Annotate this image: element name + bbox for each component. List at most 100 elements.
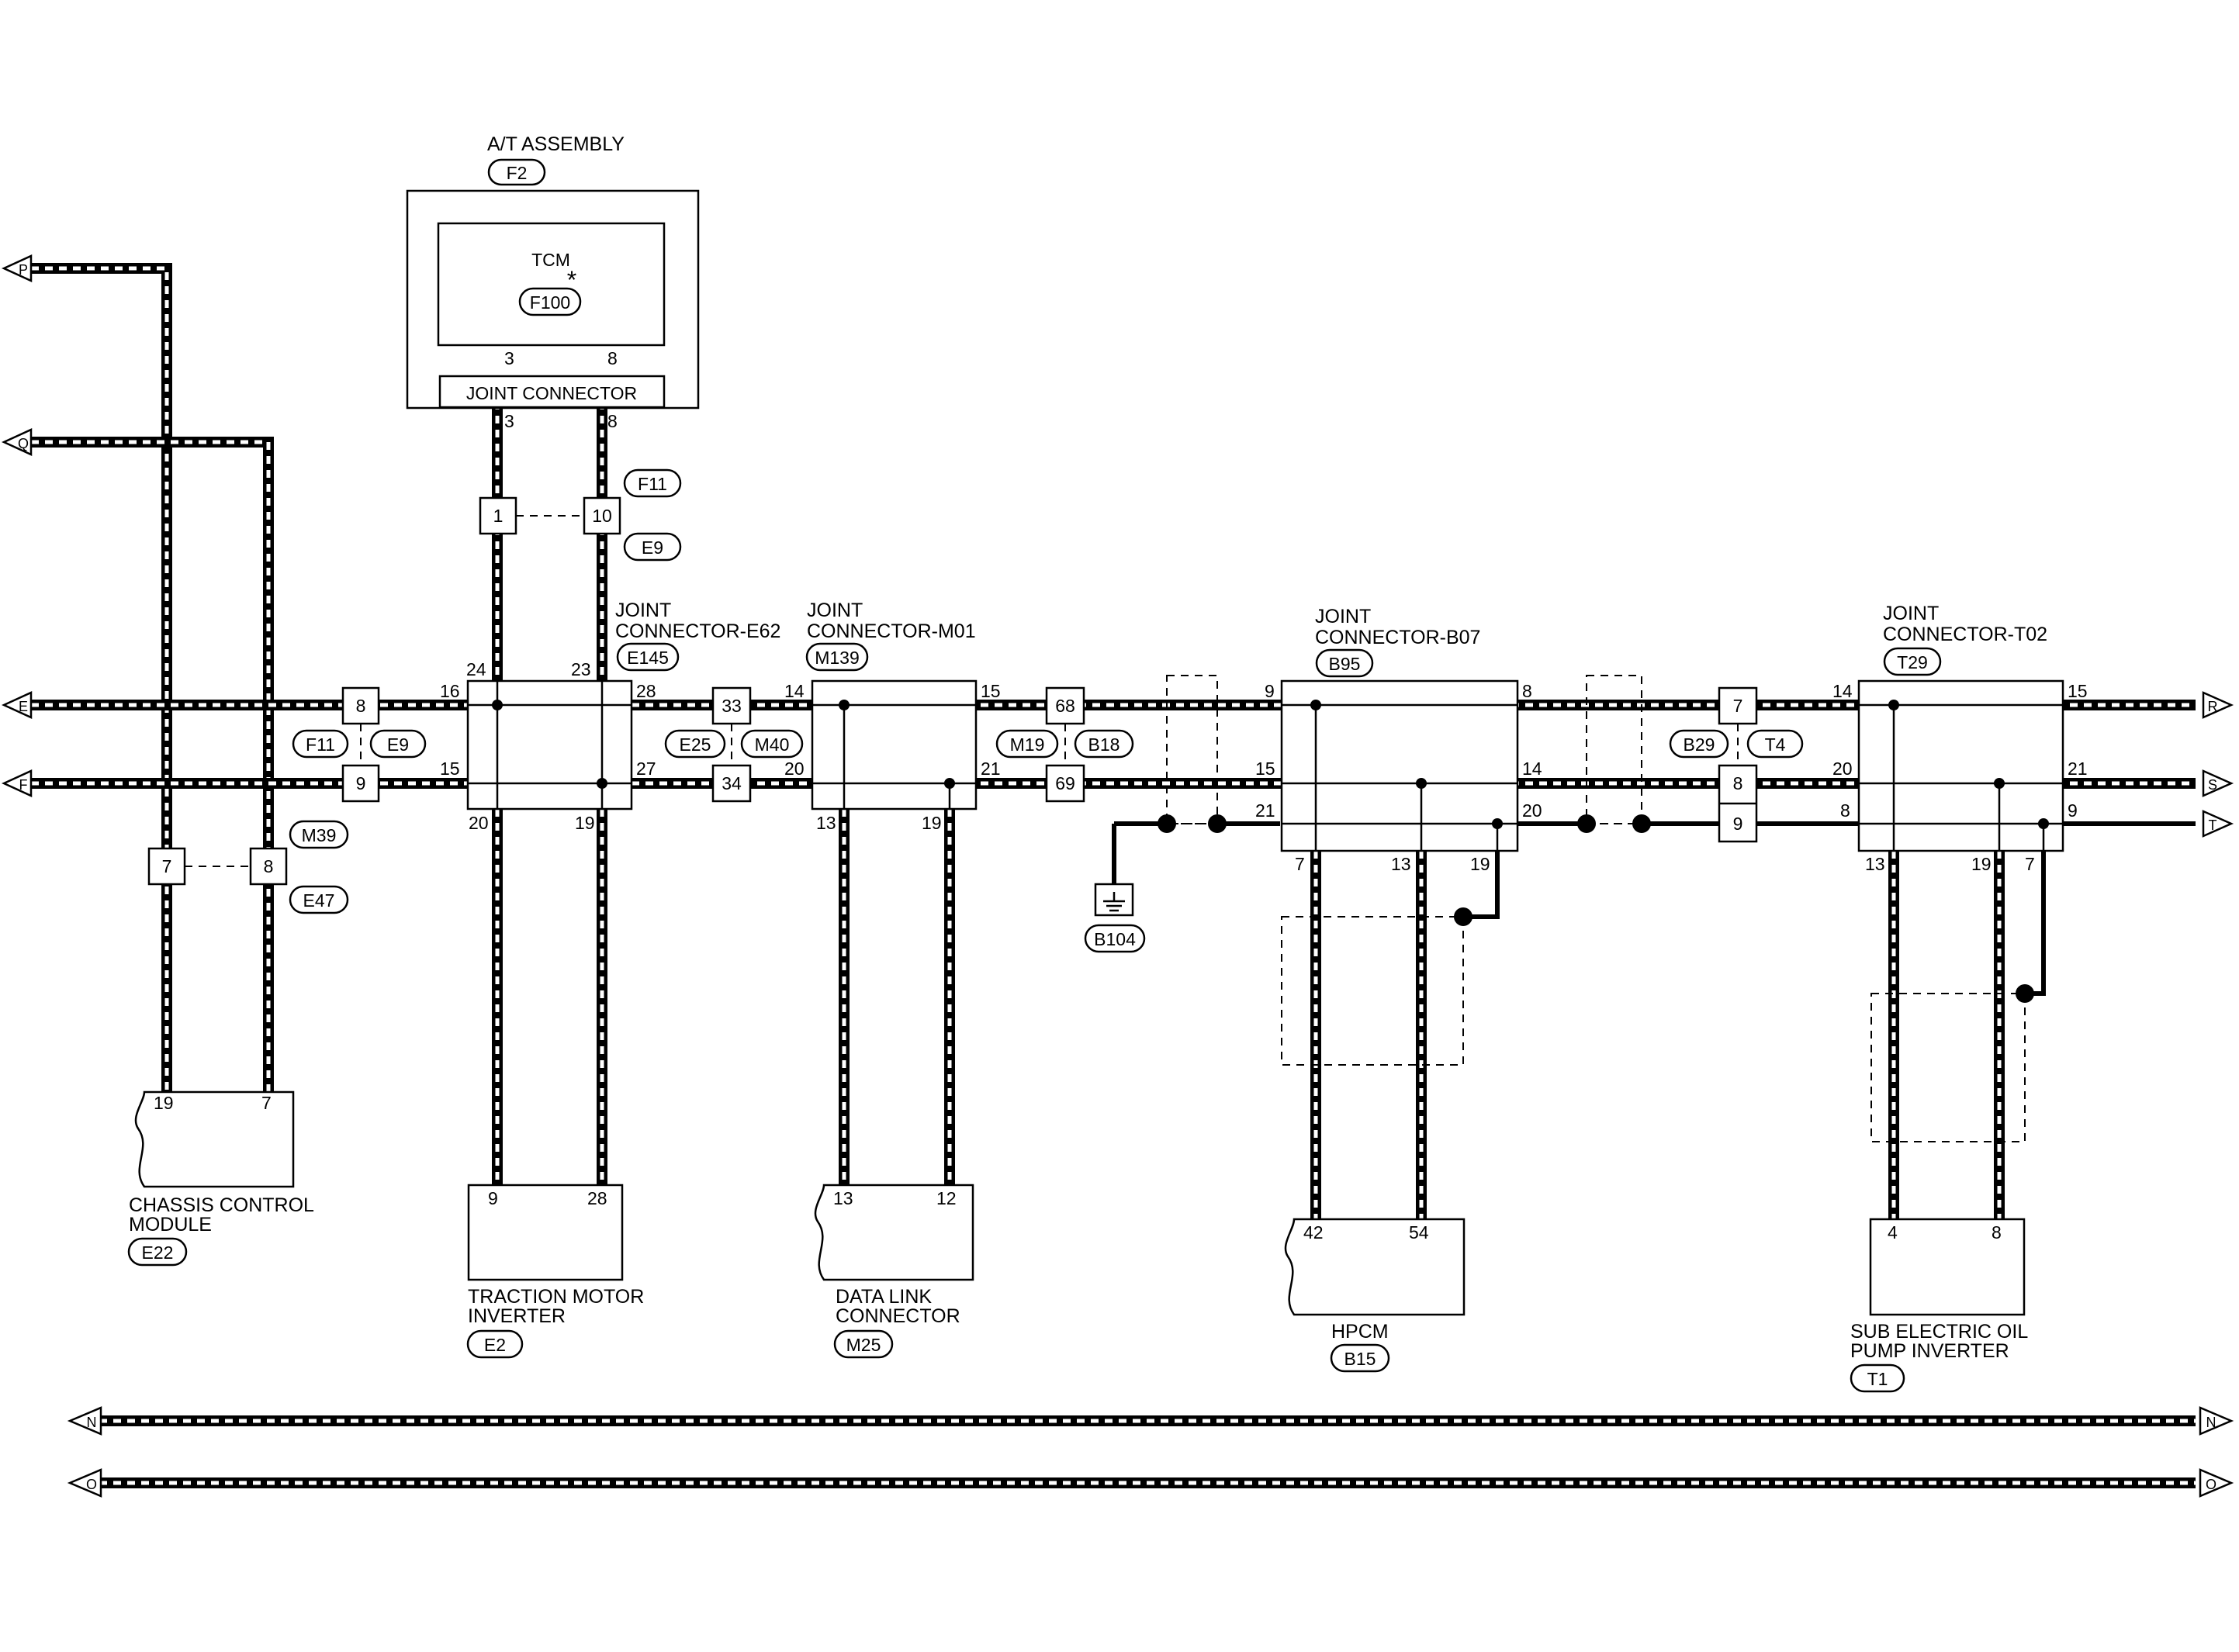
svg-text:INVERTER: INVERTER (468, 1305, 566, 1327)
svg-text:19: 19 (575, 813, 595, 833)
svg-text:E22: E22 (142, 1242, 174, 1263)
svg-text:16: 16 (440, 681, 460, 701)
svg-text:8: 8 (264, 856, 274, 876)
splice-dots (1158, 814, 2034, 1003)
sub-electric-oil-pump-inverter: 4 8 SUB ELECTRIC OIL PUMP INVERTER T1 (1850, 1218, 2028, 1393)
svg-text:1: 1 (493, 506, 504, 526)
harness-connector-m39-e47: 7 8 M39 E47 (147, 820, 349, 914)
svg-text:B29: B29 (1684, 734, 1715, 755)
svg-text:23: 23 (571, 659, 591, 679)
svg-text:20: 20 (469, 813, 489, 833)
svg-text:8: 8 (1840, 800, 1850, 821)
svg-text:B95: B95 (1329, 654, 1361, 674)
svg-text:8: 8 (1733, 773, 1743, 793)
ground-code: B104 (1094, 929, 1136, 949)
svg-text:T: T (2209, 817, 2217, 833)
svg-text:3: 3 (504, 348, 514, 368)
svg-text:F: F (19, 777, 28, 793)
svg-text:O: O (86, 1477, 97, 1492)
svg-text:8: 8 (607, 411, 618, 431)
svg-text:Q: Q (18, 436, 29, 451)
data-link-connector: 13 12 DATA LINK CONNECTOR M25 (814, 1184, 974, 1359)
svg-text:9: 9 (1265, 681, 1275, 701)
svg-text:28: 28 (636, 681, 656, 701)
svg-text:JOINT: JOINT (1883, 603, 1939, 624)
tcm-code: F100 (530, 292, 570, 313)
svg-text:O: O (2206, 1477, 2217, 1492)
svg-text:B18: B18 (1088, 734, 1120, 755)
svg-text:12: 12 (936, 1188, 957, 1208)
svg-text:F11: F11 (306, 734, 335, 755)
svg-text:N: N (87, 1415, 97, 1430)
svg-text:9: 9 (1733, 814, 1743, 834)
svg-text:E9: E9 (642, 537, 663, 558)
svg-text:21: 21 (1255, 800, 1275, 821)
svg-text:M139: M139 (815, 648, 860, 668)
harness-connector-e25-m40: 33 34 E25 M40 (664, 686, 804, 803)
svg-text:19: 19 (1971, 854, 1992, 874)
svg-text:42: 42 (1303, 1222, 1324, 1242)
harness-connector-b29-t4: 7 8 9 B29 T4 (1669, 686, 1804, 843)
svg-text:E9: E9 (387, 734, 409, 755)
svg-text:33: 33 (722, 696, 742, 716)
traction-motor-inverter: 9 28 TRACTION MOTOR INVERTER E2 (466, 1184, 644, 1359)
svg-text:13: 13 (833, 1188, 853, 1208)
svg-text:9: 9 (488, 1188, 498, 1208)
svg-text:JOINT: JOINT (615, 600, 671, 621)
tcm-label: TCM (531, 250, 570, 270)
svg-text:15: 15 (1255, 759, 1275, 779)
joint-connector-e62: JOINT CONNECTOR-E62 E145 24 23 16 28 15 … (440, 600, 780, 833)
svg-text:34: 34 (722, 773, 742, 793)
hpcm: 42 54 HPCM B15 (1284, 1218, 1466, 1373)
svg-text:13: 13 (1391, 854, 1411, 874)
svg-text:T1: T1 (1867, 1369, 1888, 1389)
svg-text:JOINT: JOINT (1315, 606, 1371, 627)
ground-b104: B104 (1084, 883, 1146, 953)
svg-text:21: 21 (981, 759, 1001, 779)
svg-text:R: R (2208, 699, 2218, 714)
joint-connector-m01: JOINT CONNECTOR-M01 M139 14 15 20 21 13 … (784, 600, 1001, 833)
at-assembly-code: F2 (507, 163, 528, 183)
svg-text:15: 15 (440, 759, 460, 779)
svg-text:CHASSIS CONTROL: CHASSIS CONTROL (129, 1194, 314, 1216)
svg-text:M39: M39 (302, 825, 337, 845)
svg-text:HPCM: HPCM (1331, 1321, 1389, 1343)
svg-text:21: 21 (2068, 759, 2088, 779)
svg-text:E47: E47 (303, 890, 335, 911)
svg-text:CONNECTOR-E62: CONNECTOR-E62 (615, 620, 780, 642)
svg-text:DATA LINK: DATA LINK (836, 1286, 932, 1308)
svg-text:8: 8 (356, 696, 366, 716)
wires (31, 263, 2196, 1488)
svg-text:S: S (2208, 777, 2217, 793)
svg-text:M25: M25 (846, 1335, 881, 1355)
at-assembly: A/T ASSEMBLY F2 TCM * F100 3 8 JOINT CON… (406, 133, 700, 431)
chassis-control-module: 19 7 CHASSIS CONTROL MODULE E22 (127, 1090, 314, 1267)
svg-text:14: 14 (784, 681, 805, 701)
shield-boxes (1166, 675, 2026, 1142)
tcm-box (437, 222, 666, 347)
svg-text:19: 19 (922, 813, 942, 833)
svg-text:19: 19 (1470, 854, 1490, 874)
tcm-joint-connector (438, 375, 666, 409)
svg-text:68: 68 (1055, 696, 1075, 716)
svg-text:E: E (19, 699, 28, 714)
joint-connector-b07: JOINT CONNECTOR-B07 B95 9 8 15 14 21 20 … (1255, 606, 1542, 874)
svg-text:7: 7 (2025, 854, 2035, 874)
svg-text:T29: T29 (1897, 652, 1928, 672)
harness-connector-f11-e9-lower: 8 9 F11 E9 (292, 686, 427, 803)
svg-text:13: 13 (816, 813, 836, 833)
svg-text:B15: B15 (1344, 1349, 1376, 1369)
svg-text:7: 7 (1295, 854, 1305, 874)
svg-text:MODULE: MODULE (129, 1214, 212, 1236)
svg-text:E2: E2 (484, 1335, 506, 1355)
svg-text:T4: T4 (1765, 734, 1786, 755)
svg-text:14: 14 (1522, 759, 1542, 779)
svg-text:15: 15 (981, 681, 1001, 701)
svg-text:CONNECTOR: CONNECTOR (836, 1305, 960, 1327)
svg-text:N: N (2206, 1415, 2217, 1430)
svg-text:7: 7 (261, 1093, 272, 1113)
svg-text:8: 8 (1522, 681, 1532, 701)
svg-text:19: 19 (154, 1093, 174, 1113)
svg-text:E145: E145 (627, 648, 669, 668)
